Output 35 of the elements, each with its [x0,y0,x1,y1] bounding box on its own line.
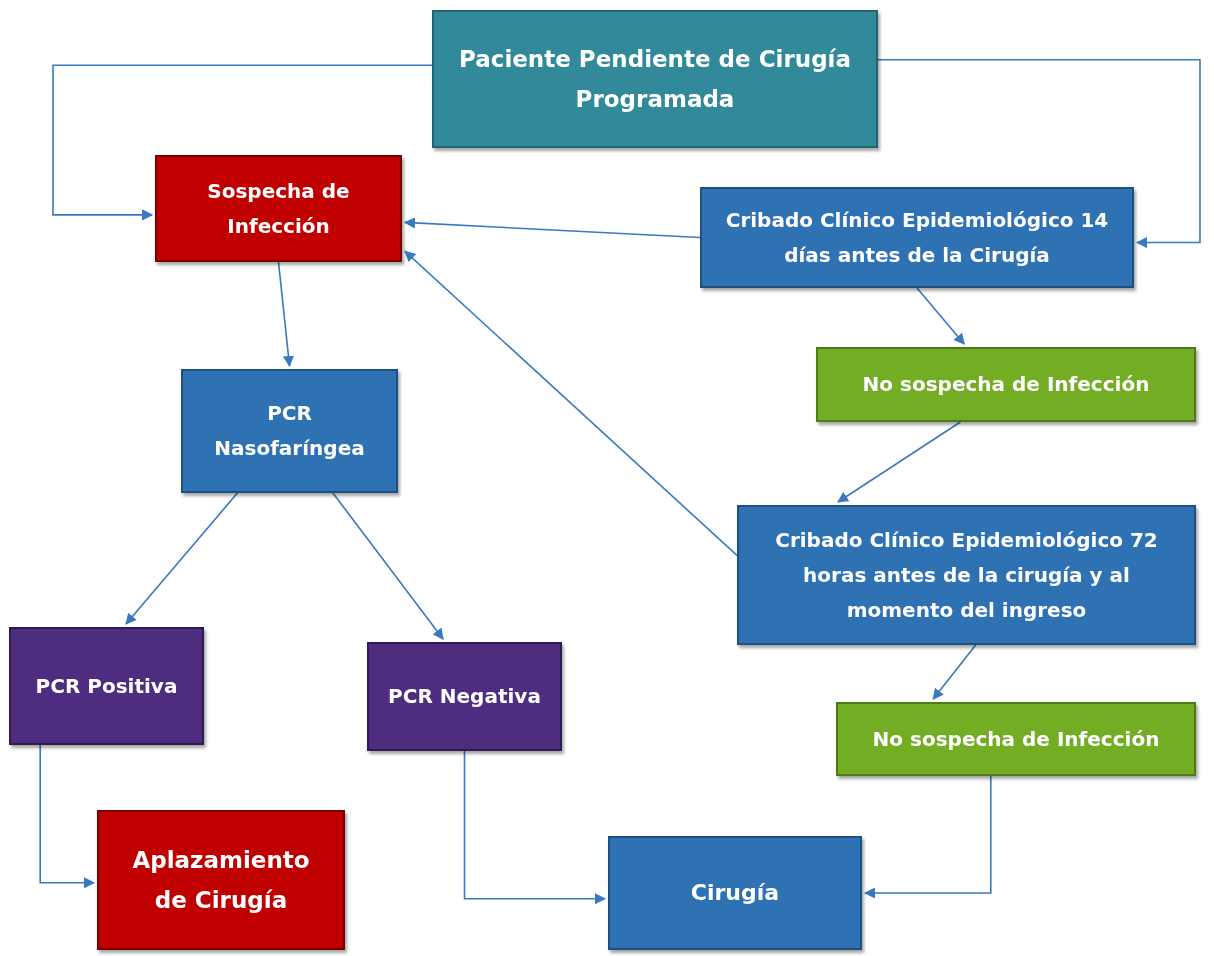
arrow [277,261,294,368]
process-box [367,642,562,751]
box-label: Paciente Pendiente de Cirugía Programada [458,44,852,114]
box-label: No sospecha de Infección [862,371,1150,398]
box-label: Cribado Clínico Epidemiológico 14 días antes de la Cirugía [724,206,1110,269]
arrow [403,217,701,239]
arrow [52,64,433,221]
box-label: Cribado Clínico Epidemiológico 72 horas antes de la cirugía y al momento del ingreso [774,526,1159,624]
box-label: PCR Negativa [388,683,541,710]
arrow [916,287,965,345]
process-box [97,810,345,950]
box-label: Sospecha de Infección [206,177,351,240]
process-box [700,187,1134,288]
box-label: PCR Nasofaríngea [213,400,366,462]
process-box [432,10,878,148]
box-label: Cirugía [690,878,780,907]
process-box [9,627,204,745]
box-label: No sospecha de Infección [872,725,1160,753]
process-box [836,702,1196,776]
arrow [837,421,962,503]
process-box [737,505,1196,645]
process-box [181,369,398,493]
arrow [463,750,607,905]
arrow [404,250,738,557]
process-box [816,347,1196,422]
arrow [932,644,977,700]
arrow [863,775,992,899]
process-box [155,155,402,262]
arrow [39,744,96,889]
arrow [877,58,1201,249]
box-label: Aplazamiento de Cirugía [131,845,311,915]
arrow [332,492,444,640]
box-label: PCR Positiva [35,672,178,700]
process-box [608,836,862,950]
arrow [125,492,239,625]
